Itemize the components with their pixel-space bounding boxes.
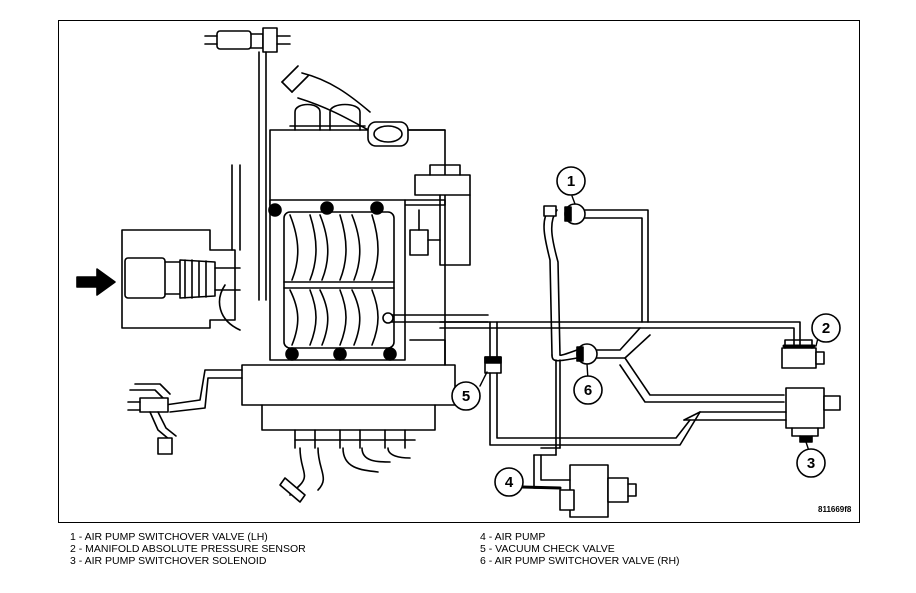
left-vacuum-line (218, 164, 241, 331)
legend-column-right: 4 - AIR PUMP 5 - VACUUM CHECK VALVE 6 - … (480, 531, 680, 567)
callout-4: 4 (494, 467, 524, 497)
callout-2-label: 2 (822, 320, 830, 337)
upper-manifold (269, 103, 446, 206)
legend-item: 1 - AIR PUMP SWITCHOVER VALVE (LH) (70, 531, 268, 543)
callout-5-label: 5 (462, 388, 470, 405)
legend: 1 - AIR PUMP SWITCHOVER VALVE (LH) 2 - M… (70, 531, 870, 577)
legend-item: 3 - AIR PUMP SWITCHOVER SOLENOID (70, 555, 267, 567)
legend-item: 5 - VACUUM CHECK VALVE (480, 543, 615, 555)
callout-3-label: 3 (807, 455, 815, 472)
air-pump-switchover-valve-rh (551, 327, 785, 403)
air-pump (533, 359, 637, 518)
air-pump-switchover-valve-lh (543, 203, 649, 356)
callout-leaders (479, 195, 819, 490)
callout-3: 3 (796, 448, 826, 478)
throttle-body (121, 229, 241, 329)
upper-runner-hose (281, 65, 373, 133)
map-sensor (781, 339, 825, 369)
air-pump-switchover-solenoid (683, 387, 841, 443)
legend-item: 2 - MANIFOLD ABSOLUTE PRESSURE SENSOR (70, 543, 306, 555)
engine-block (241, 339, 456, 503)
legend-item: 6 - AIR PUMP SWITCHOVER VALVE (RH) (480, 555, 680, 567)
callout-4-label: 4 (505, 474, 514, 491)
callout-1-label: 1 (567, 173, 575, 190)
intake-manifold (268, 199, 406, 361)
callout-5: 5 (451, 381, 481, 411)
top-actuator (204, 27, 291, 301)
manifold-side-module (404, 164, 471, 371)
callout-1: 1 (556, 166, 586, 196)
lower-left-fittings (127, 369, 243, 455)
legend-column-left: 1 - AIR PUMP SWITCHOVER VALVE (LH) 2 - M… (70, 531, 306, 567)
callout-2: 2 (811, 313, 841, 343)
figure-id: 811669f8 (818, 505, 852, 514)
callout-6-label: 6 (584, 382, 592, 399)
airflow-arrow (76, 268, 116, 296)
vacuum-check-valve (484, 321, 701, 446)
callout-6: 6 (573, 375, 603, 405)
legend-item: 4 - AIR PUMP (480, 531, 546, 543)
